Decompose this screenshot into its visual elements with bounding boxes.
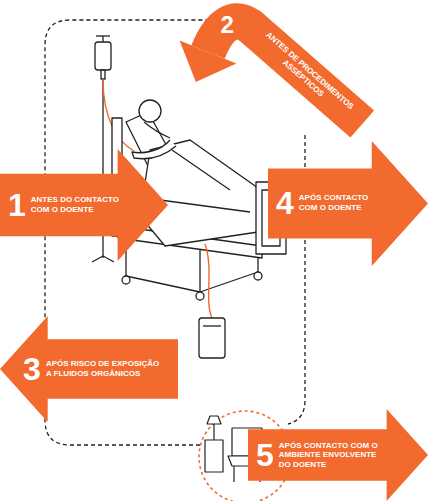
- step-label: ANTES DO CONTACTO COM O DOENTE: [31, 195, 127, 214]
- nightstand: [205, 440, 223, 472]
- hand-hygiene-moment-arrow: 5APÓS CONTACTO COM O AMBIENTE ENVOLVENTE…: [248, 409, 428, 501]
- hand-hygiene-moment-arrow: 1 ANTES DO CONTACTO COM O DOENTE: [0, 149, 168, 261]
- arrow-content: 4 APÓS CONTACTO COM O DOENTE: [276, 187, 375, 219]
- patient-arm: [132, 140, 176, 159]
- step-number: 3: [23, 353, 41, 385]
- step-label: APÓS CONTACTO COM O AMBIENTE ENVOLVENTE …: [279, 441, 389, 470]
- arrow-content: 5APÓS CONTACTO COM O AMBIENTE ENVOLVENTE…: [256, 439, 389, 471]
- step-number: 2: [221, 13, 234, 37]
- lamp-shade: [207, 416, 221, 424]
- arrow-shape: [268, 141, 428, 266]
- step-label: APÓS RISCO DE EXPOSIÇÃO A FLUIDOS ORGÂNI…: [46, 359, 166, 378]
- arrow-shape: [0, 316, 178, 422]
- hand-hygiene-moment-arrow: 4 APÓS CONTACTO COM O DOENTE: [268, 141, 428, 266]
- step-label: APÓS CONTACTO COM O DOENTE: [299, 193, 375, 212]
- urine-bag: [199, 318, 225, 358]
- step-label: ANTES DE PROCEDIMENTOS ASSÉPTICOS: [253, 27, 360, 124]
- bag: [199, 318, 225, 358]
- bed-wheel: [196, 292, 204, 300]
- bed-wheel: [254, 272, 262, 280]
- bed-base: [126, 272, 258, 292]
- patient-head: [139, 100, 161, 122]
- arrow-content: 1 ANTES DO CONTACTO COM O DOENTE: [8, 189, 127, 221]
- blanket-fold: [160, 150, 250, 212]
- arrow-head: [180, 41, 237, 83]
- arrow-shape: [0, 149, 168, 261]
- hand-hygiene-moment-arrow: 3 APÓS RISCO DE EXPOSIÇÃO A FLUIDOS ORGÂN…: [0, 316, 178, 422]
- iv-base: [92, 256, 114, 262]
- step-number: 5: [256, 439, 274, 471]
- lamp-stem: [213, 424, 214, 440]
- arrow-shape: [248, 409, 428, 501]
- step-number: 4: [276, 187, 294, 219]
- bag-line: [203, 325, 221, 326]
- step-number: 1: [8, 189, 26, 221]
- bed-leg: [199, 248, 200, 292]
- arrow-content: 3 APÓS RISCO DE EXPOSIÇÃO A FLUIDOS ORGÂN…: [23, 353, 166, 385]
- drip-chamber: [101, 70, 105, 79]
- bed-wheel: [122, 276, 130, 284]
- hand-hygiene-moment-arrow: 2ANTES DE PROCEDIMENTOS ASSÉPTICOS: [170, 0, 400, 160]
- iv-hook: [96, 35, 110, 36]
- drain-tube: [205, 244, 212, 318]
- arrow-outline: [170, 0, 400, 160]
- patient-shoulder: [144, 122, 170, 138]
- iv-bag: [95, 42, 111, 70]
